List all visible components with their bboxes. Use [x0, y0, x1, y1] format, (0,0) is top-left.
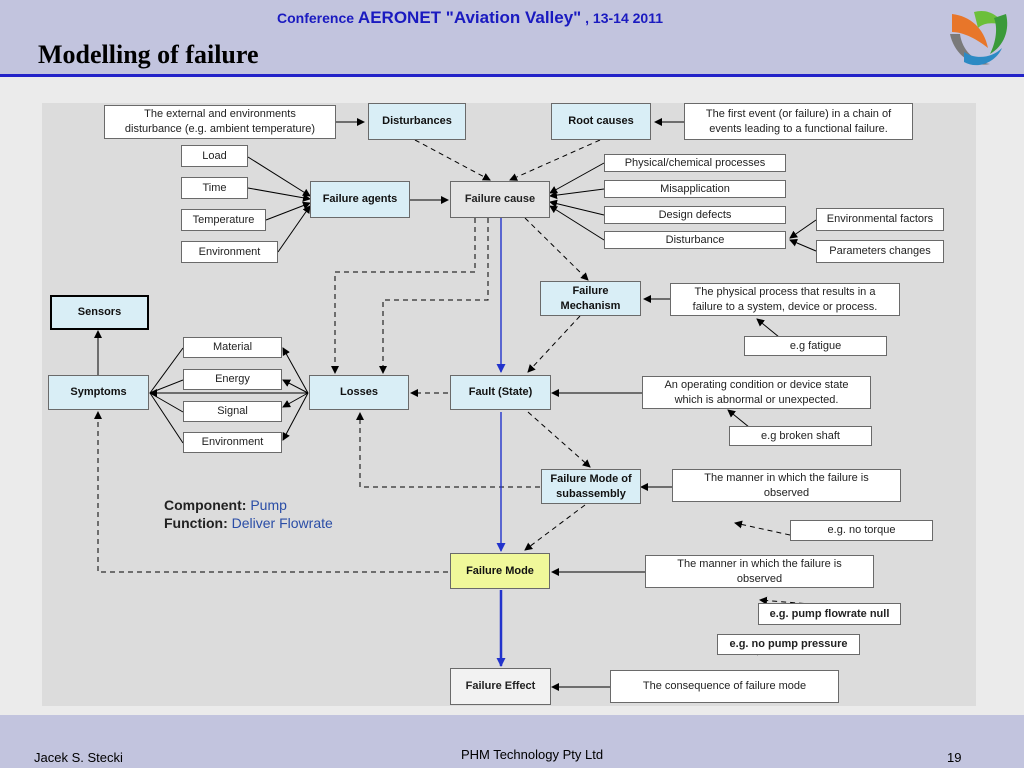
disturbances-node: Disturbances [368, 103, 466, 140]
eg-no-torque-note: e.g. no torque [790, 520, 933, 541]
load-node: Load [181, 145, 248, 167]
conference-banner: Conference AERONET "Aviation Valley" , 1… [0, 8, 940, 28]
time-node: Time [181, 177, 248, 199]
slide-title: Modelling of failure [38, 40, 259, 69]
slide-footer [0, 715, 1024, 768]
header-rule [0, 74, 1024, 77]
disturbance-node: Disturbance [604, 231, 786, 249]
signal-node: Signal [183, 401, 282, 422]
company-logo-icon [950, 10, 1008, 66]
conference-name: AERONET "Aviation Valley" [357, 8, 582, 27]
parameters-changes-node: Parameters changes [816, 240, 944, 263]
eg-no-pump-pressure-note: e.g. no pump pressure [717, 634, 860, 655]
function-value: Deliver Flowrate [231, 515, 333, 531]
material-node: Material [183, 337, 282, 358]
misapplication-node: Misapplication [604, 180, 786, 198]
eg-broken-shaft-note: e.g broken shaft [729, 426, 872, 446]
failure-effect-node: Failure Effect [450, 668, 551, 705]
failure-cause-node: Failure cause [450, 181, 550, 218]
environmental-factors-node: Environmental factors [816, 208, 944, 231]
physical-process-note: The physical process that results in a f… [670, 283, 900, 316]
first-event-note: The first event (or failure) in a chain … [684, 103, 913, 140]
fault-state-node: Fault (State) [450, 375, 551, 410]
operating-condition-note: An operating condition or device state w… [642, 376, 871, 409]
symptoms-node: Symptoms [48, 375, 149, 410]
function-label: Function: [164, 515, 228, 531]
losses-node: Losses [309, 375, 409, 410]
temperature-node: Temperature [181, 209, 266, 231]
failure-mechanism-node: Failure Mechanism [540, 281, 641, 316]
eg-fatigue-note: e.g fatigue [744, 336, 887, 356]
component-label: Component: [164, 497, 247, 513]
component-value: Pump [250, 497, 287, 513]
footer-company: PHM Technology Pty Ltd [460, 747, 604, 762]
physical-chemical-node: Physical/chemical processes [604, 154, 786, 172]
eg-pump-flowrate-null-note: e.g. pump flowrate null [758, 603, 901, 625]
consequence-note: The consequence of failure mode [610, 670, 839, 703]
energy-node: Energy [183, 369, 282, 390]
failure-mode-subassembly-node: Failure Mode of subassembly [541, 469, 641, 504]
manner-observed-note-2: The manner in which the failure is obser… [645, 555, 874, 588]
environment-agent-node: Environment [181, 241, 278, 263]
environment-loss-node: Environment [183, 432, 282, 453]
failure-mode-node: Failure Mode [450, 553, 550, 589]
component-line: Component: Pump [164, 496, 333, 514]
slide-header: Conference AERONET "Aviation Valley" , 1… [0, 0, 1024, 74]
conference-date: , 13-14 2011 [585, 10, 663, 26]
manner-observed-note-1: The manner in which the failure is obser… [672, 469, 901, 502]
external-disturbance-note: The external and environments disturbanc… [104, 105, 336, 139]
component-info: Component: Pump Function: Deliver Flowra… [164, 496, 333, 532]
footer-author: Jacek S. Stecki [34, 750, 123, 765]
root-causes-node: Root causes [551, 103, 651, 140]
page-number: 19 [947, 750, 962, 765]
function-line: Function: Deliver Flowrate [164, 514, 333, 532]
failure-agents-node: Failure agents [310, 181, 410, 218]
conference-prefix: Conference [277, 10, 355, 26]
sensors-node: Sensors [50, 295, 149, 330]
design-defects-node: Design defects [604, 206, 786, 224]
